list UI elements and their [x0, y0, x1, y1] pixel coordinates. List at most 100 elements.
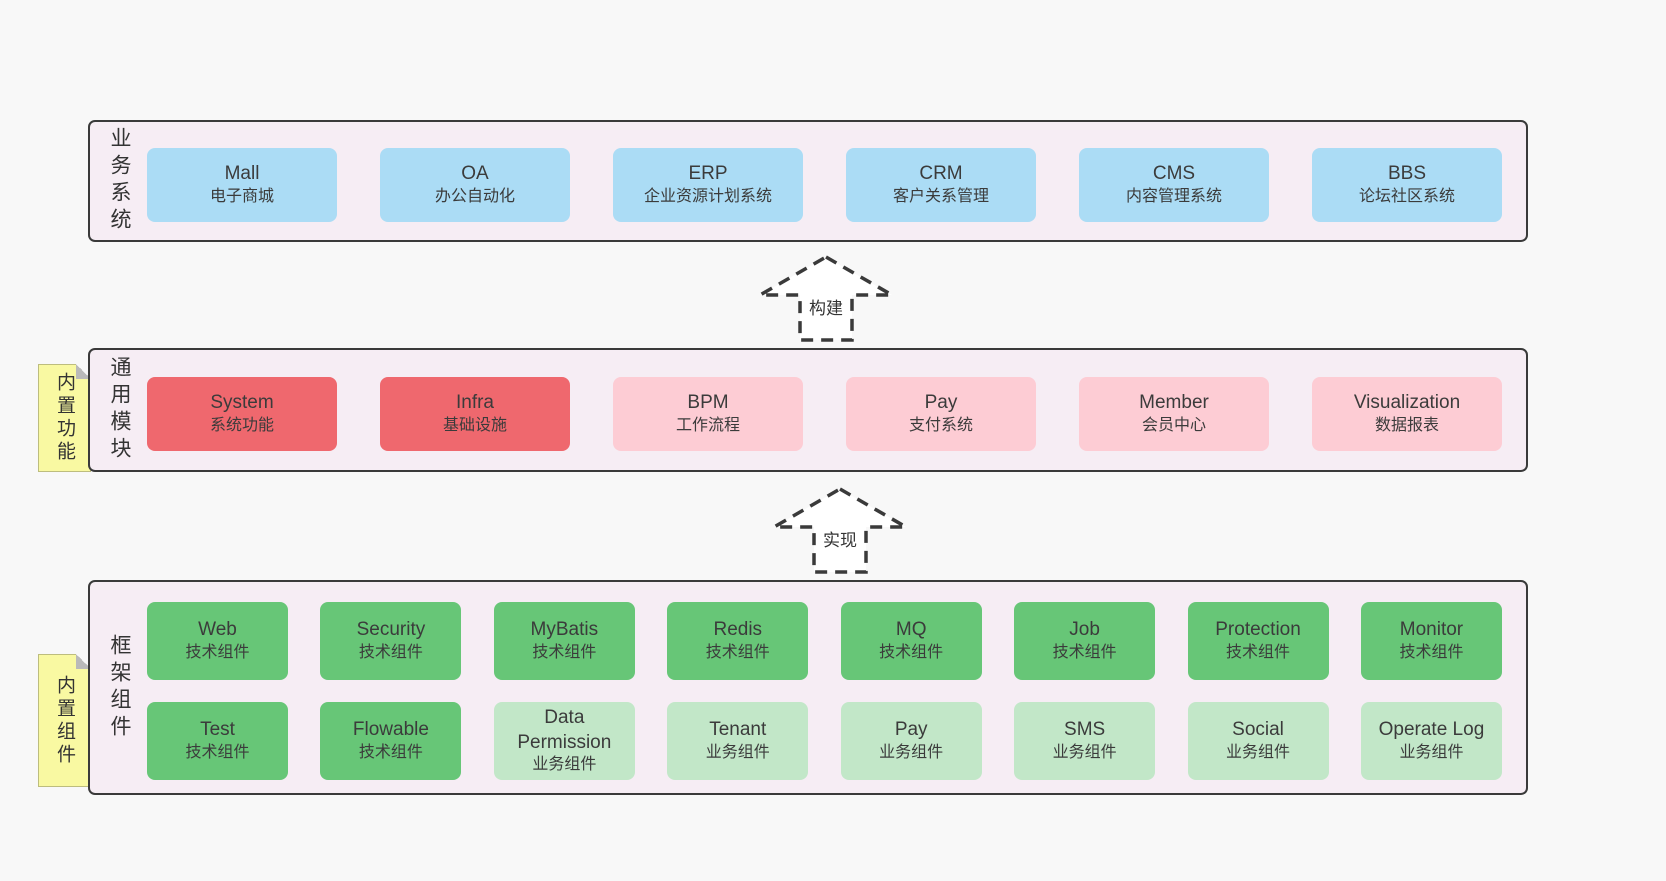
- node-desc: 业务组件: [1399, 743, 1464, 761]
- sticky-note-builtin-features: 内置功能: [38, 364, 91, 472]
- node-sms: SMS 业务组件: [1014, 702, 1156, 780]
- node-name: Protection: [1215, 619, 1301, 641]
- band-components-label: 框架组件: [108, 633, 131, 742]
- sticky-note-text: 内置功能: [54, 372, 75, 464]
- framework-components-row-2: Test 技术组件 Flowable 技术组件 Data Permission …: [147, 702, 1502, 780]
- node-name: BBS: [1387, 163, 1427, 185]
- node-desc: 业务组件: [532, 756, 597, 774]
- node-bbs: BBS 论坛社区系统: [1312, 148, 1502, 222]
- node-pay-biz: Pay 业务组件: [840, 702, 982, 780]
- node-name: Visualization: [1353, 392, 1461, 414]
- node-desc: 业务组件: [1052, 743, 1117, 761]
- band-framework-components: 框架组件 Web 技术组件 Security 技术组件 MyBatis 技术组件…: [88, 580, 1528, 795]
- node-pay: Pay 支付系统: [846, 377, 1036, 451]
- node-desc: 电子商城: [209, 187, 274, 205]
- node-cms: CMS 内容管理系统: [1079, 148, 1269, 222]
- node-flowable: Flowable 技术组件: [320, 702, 462, 780]
- band-business-systems: 业务系统 Mall 电子商城 OA 办公自动化 ERP 企业资源计划系统 CRM…: [88, 120, 1528, 242]
- node-test: Test 技术组件: [147, 702, 288, 780]
- node-desc: 数据报表: [1374, 416, 1439, 434]
- business-systems-row: Mall 电子商城 OA 办公自动化 ERP 企业资源计划系统 CRM 客户关系…: [147, 148, 1502, 222]
- folded-corner-icon: [76, 654, 91, 669]
- node-data-permission: Data Permission 业务组件: [493, 702, 635, 780]
- node-desc: 企业资源计划系统: [643, 187, 772, 205]
- node-name: System: [210, 392, 274, 414]
- node-name: Infra: [455, 392, 495, 414]
- node-crm: CRM 客户关系管理: [846, 148, 1036, 222]
- node-job: Job 技术组件: [1014, 602, 1156, 680]
- node-system: System 系统功能: [147, 377, 337, 451]
- node-desc: 论坛社区系统: [1358, 187, 1455, 205]
- node-name: SMS: [1064, 719, 1106, 741]
- node-name: BPM: [687, 392, 729, 414]
- node-desc: 基础设施: [442, 416, 507, 434]
- node-name: CRM: [919, 163, 963, 185]
- node-desc: 技术组件: [1226, 643, 1291, 661]
- arrow-build-label: 构建: [806, 294, 846, 319]
- node-web: Web 技术组件: [147, 602, 288, 680]
- node-desc: 会员中心: [1141, 416, 1206, 434]
- arrow-implement-label: 实现: [820, 526, 860, 551]
- node-desc: 技术组件: [705, 643, 770, 661]
- node-tenant: Tenant 业务组件: [667, 702, 809, 780]
- node-monitor: Monitor 技术组件: [1360, 602, 1502, 680]
- node-protection: Protection 技术组件: [1187, 602, 1329, 680]
- folded-corner-icon: [76, 364, 91, 379]
- node-desc: 业务组件: [705, 743, 770, 761]
- node-name: Flowable: [352, 719, 429, 741]
- node-name: Tenant: [709, 719, 767, 741]
- node-desc: 系统功能: [209, 416, 274, 434]
- arrow-implement: 实现: [770, 486, 910, 576]
- node-name: Monitor: [1399, 619, 1464, 641]
- node-security: Security 技术组件: [320, 602, 462, 680]
- common-modules-row: System 系统功能 Infra 基础设施 BPM 工作流程 Pay 支付系统…: [147, 377, 1502, 451]
- node-erp: ERP 企业资源计划系统: [613, 148, 803, 222]
- node-desc: 办公自动化: [434, 187, 515, 205]
- node-name: Pay: [894, 719, 928, 741]
- sticky-note-builtin-components: 内置组件: [38, 654, 91, 787]
- node-desc: 支付系统: [908, 416, 973, 434]
- node-name: MQ: [895, 619, 927, 641]
- node-name: Test: [200, 719, 235, 741]
- node-desc: 技术组件: [1399, 643, 1464, 661]
- node-oa: OA 办公自动化: [380, 148, 570, 222]
- node-member: Member 会员中心: [1079, 377, 1269, 451]
- node-name: MyBatis: [530, 619, 599, 641]
- node-name: Pay: [924, 392, 958, 414]
- node-name: Data Permission: [517, 706, 612, 753]
- band-business-label: 业务系统: [108, 127, 131, 235]
- node-visualization: Visualization 数据报表: [1312, 377, 1502, 451]
- node-name: Redis: [713, 619, 763, 641]
- node-desc: 技术组件: [185, 743, 250, 761]
- sticky-note-text: 内置组件: [54, 674, 75, 767]
- arrow-build: 构建: [756, 254, 896, 344]
- node-redis: Redis 技术组件: [667, 602, 809, 680]
- node-desc: 工作流程: [675, 416, 740, 434]
- node-desc: 业务组件: [1226, 743, 1291, 761]
- framework-components-row-1: Web 技术组件 Security 技术组件 MyBatis 技术组件 Redi…: [147, 602, 1502, 680]
- node-mq: MQ 技术组件: [840, 602, 982, 680]
- node-desc: 业务组件: [879, 743, 944, 761]
- node-bpm: BPM 工作流程: [613, 377, 803, 451]
- node-desc: 技术组件: [185, 643, 250, 661]
- node-desc: 技术组件: [879, 643, 944, 661]
- node-name: OA: [461, 163, 489, 185]
- node-name: Mall: [224, 163, 260, 185]
- node-name: Operate Log: [1378, 719, 1485, 741]
- band-modules-label: 通用模块: [108, 356, 131, 464]
- node-name: Job: [1069, 619, 1100, 641]
- node-operate-log: Operate Log 业务组件: [1360, 702, 1502, 780]
- node-name: Security: [356, 619, 426, 641]
- node-desc: 技术组件: [1052, 643, 1117, 661]
- node-desc: 客户关系管理: [892, 187, 989, 205]
- node-desc: 技术组件: [532, 643, 597, 661]
- node-desc: 内容管理系统: [1125, 187, 1222, 205]
- band-common-modules: 通用模块 System 系统功能 Infra 基础设施 BPM 工作流程 Pay…: [88, 348, 1528, 472]
- node-name: Web: [198, 619, 237, 641]
- node-social: Social 业务组件: [1187, 702, 1329, 780]
- node-mall: Mall 电子商城: [147, 148, 337, 222]
- node-desc: 技术组件: [358, 643, 423, 661]
- node-desc: 技术组件: [358, 743, 423, 761]
- node-infra: Infra 基础设施: [380, 377, 570, 451]
- node-name: Social: [1232, 719, 1284, 741]
